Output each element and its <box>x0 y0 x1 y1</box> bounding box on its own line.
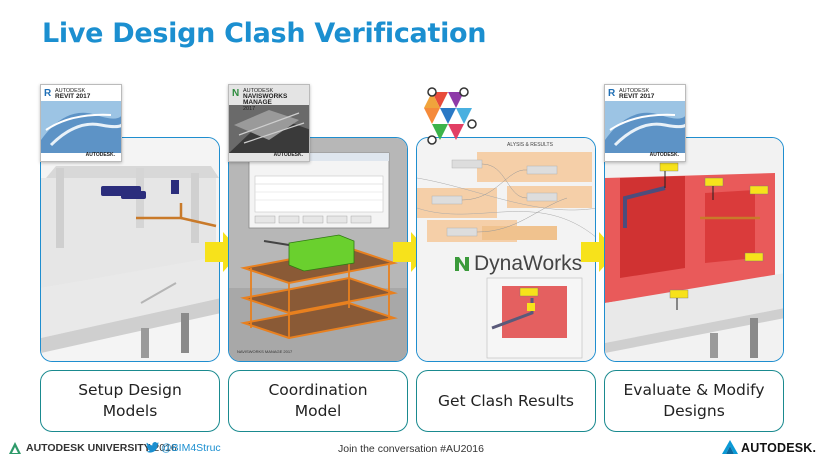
caption-get-clash-results: Get Clash Results <box>416 370 596 432</box>
revit-product-box-2: R AUTODESK REVIT 2017 AUTODESK. <box>604 84 686 162</box>
navisworks-product-label: AUTODESK NAVISWORKS MANAGE 2017 <box>243 88 288 112</box>
dynaworks-label: DynaWorks <box>474 252 583 275</box>
clash-results-model-illustration <box>605 138 783 361</box>
dynamo-logo <box>418 86 478 146</box>
dynaworks-n-icon <box>455 257 469 271</box>
panel-coordination-model: NAVISWORKS MANAGE 2017 <box>228 137 408 362</box>
revit-splash-art <box>605 101 685 153</box>
revit-logo-letter: R <box>608 88 616 99</box>
autodesk-mini-logo: AUTODESK. <box>85 152 115 158</box>
slide-title: Live Design Clash Verification <box>42 18 487 49</box>
navisworks-model-illustration: NAVISWORKS MANAGE 2017 <box>229 138 407 361</box>
revit-product-box-1: R AUTODESK REVIT 2017 AUTODESK. <box>40 84 122 162</box>
autodesk-mini-logo: AUTODESK. <box>649 152 679 158</box>
footer: AUTODESK UNIVERSITY 2016 @BIM4Struc Join… <box>0 438 820 462</box>
dynamo-graph-illustration: ALYSIS & RESULTS <box>417 138 595 361</box>
autodesk-mini-logo: AUTODESK. <box>273 152 303 158</box>
panel-setup-design-models <box>40 137 220 362</box>
autodesk-logo-icon <box>722 440 738 454</box>
autodesk-brand: AUTODESK. <box>741 441 817 455</box>
revit-logo-letter: R <box>44 88 52 99</box>
join-conversation-text: Join the conversation #AU2016 <box>338 443 484 455</box>
revit-model-illustration <box>41 138 219 361</box>
caption-evaluate-modify-designs: Evaluate & Modify Designs <box>604 370 784 432</box>
svg-text:ALYSIS & RESULTS: ALYSIS & RESULTS <box>507 142 554 148</box>
caption-setup-design-models: Setup Design Models <box>40 370 220 432</box>
panel-get-clash-results: ALYSIS & RESULTS <box>416 137 596 362</box>
dynaworks-wordmark: DynaWorks <box>453 252 582 276</box>
revit-product-label: AUTODESK REVIT 2017 <box>55 88 91 100</box>
twitter-handle[interactable]: @BIM4Struc <box>161 442 221 454</box>
twitter-icon <box>146 442 159 453</box>
navisworks-product-box: N AUTODESK NAVISWORKS MANAGE 2017 AUTODE… <box>228 84 310 162</box>
revit-product-label: AUTODESK REVIT 2017 <box>619 88 655 100</box>
caption-coordination-model: Coordination Model <box>228 370 408 432</box>
svg-text:NAVISWORKS MANAGE 2017: NAVISWORKS MANAGE 2017 <box>237 349 293 354</box>
au-logo-icon <box>9 442 21 454</box>
revit-splash-art <box>41 101 121 153</box>
panel-evaluate-modify-designs <box>604 137 784 362</box>
navisworks-splash-art <box>229 105 309 153</box>
au-label: AUTODESK UNIVERSITY 2016 <box>26 442 177 454</box>
navisworks-logo-letter: N <box>232 88 240 99</box>
